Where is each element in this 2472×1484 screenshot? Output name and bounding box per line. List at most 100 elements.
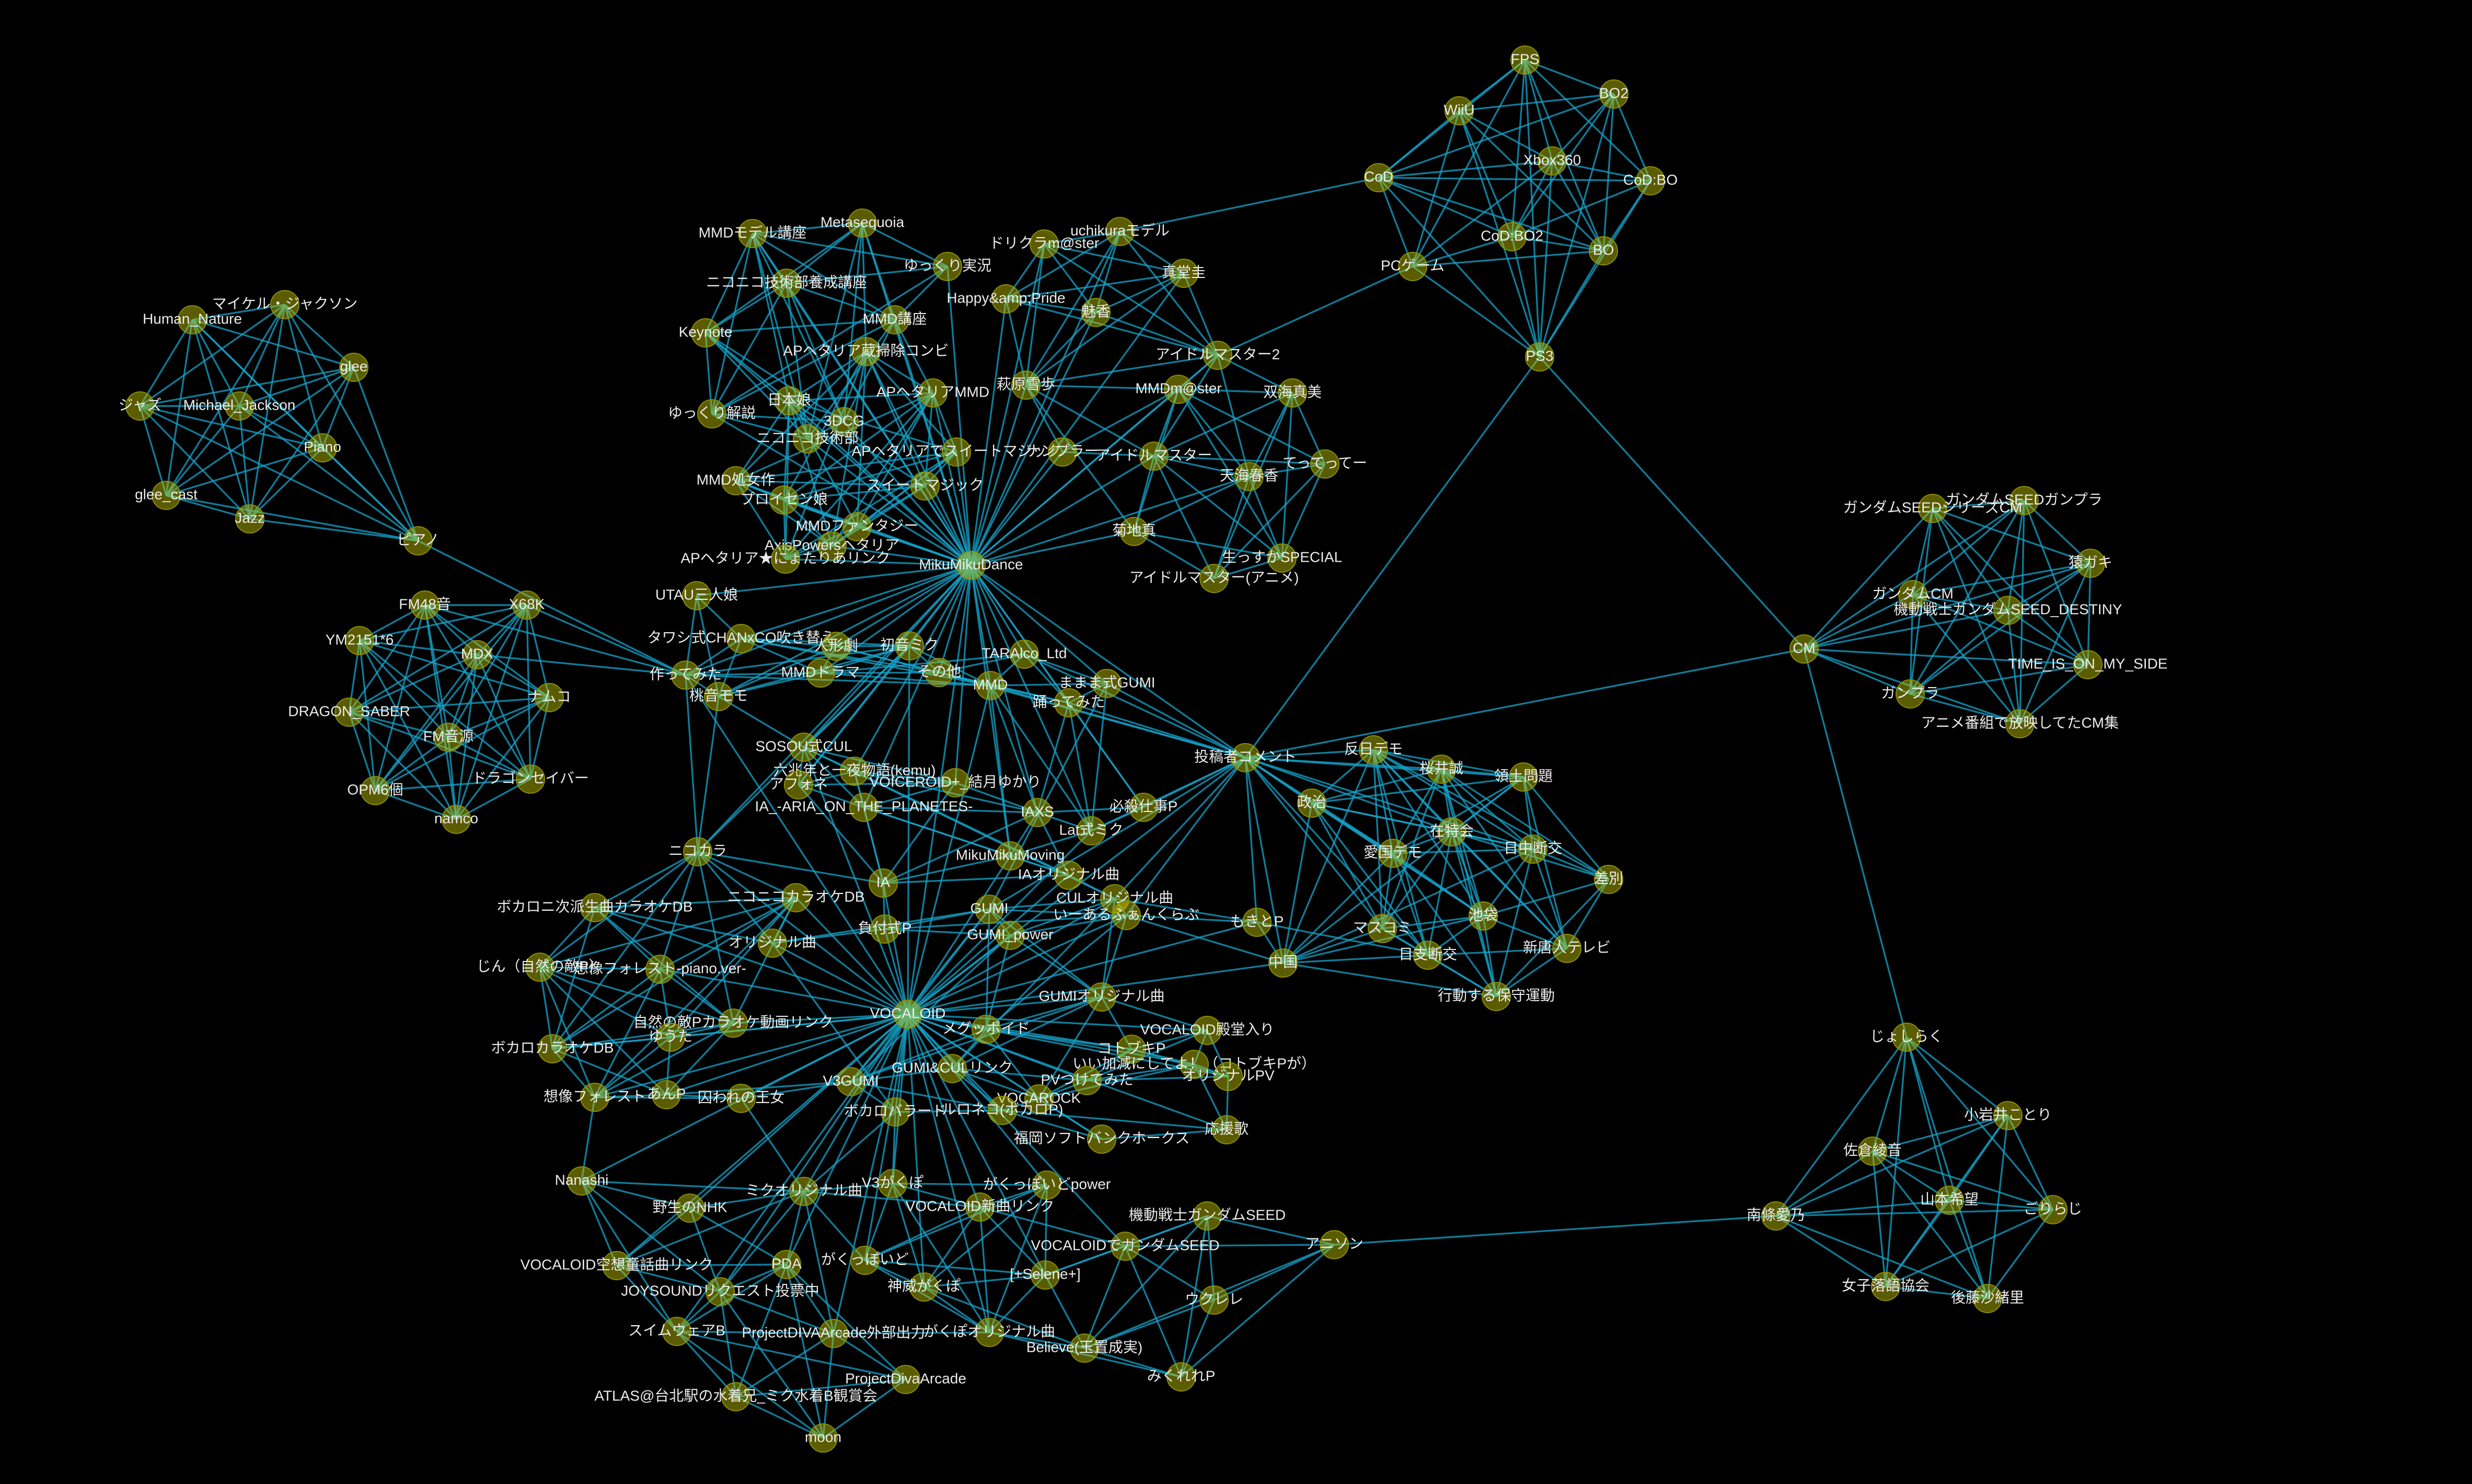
node-label: 池袋 (1469, 907, 1498, 923)
node-circle (808, 1423, 838, 1453)
node-circle (152, 481, 181, 510)
node-label: 山本希望 (1920, 1191, 1979, 1207)
node-circle (1077, 816, 1106, 845)
edge (1193, 1064, 1228, 1130)
node-ガンダムseedシリーズcm: ガンダムSEEDシリーズCM (1843, 494, 2022, 523)
edge (820, 653, 1025, 674)
edge (594, 907, 773, 944)
edge (1932, 507, 2089, 666)
edge (166, 366, 354, 496)
edge (907, 1014, 1046, 1276)
node-label: MDX (461, 645, 494, 662)
edge (1552, 160, 1651, 182)
node-circle (933, 252, 962, 281)
node-label: VOCALOID空想童話曲リンク (521, 1256, 713, 1272)
edge (1775, 1115, 2008, 1217)
edge (689, 1208, 721, 1292)
node-circle (1105, 217, 1135, 246)
edge (659, 851, 699, 970)
edge (783, 485, 926, 501)
edge (616, 1265, 678, 1332)
edge (1282, 803, 1313, 964)
node-circle (1169, 259, 1198, 288)
edge (862, 222, 948, 268)
edge (883, 855, 1011, 884)
edge (954, 565, 972, 783)
edge (1495, 849, 1534, 997)
edge (359, 640, 550, 699)
edge (752, 222, 863, 235)
node-ゆうた: ゆうた (649, 1023, 692, 1052)
node-circle (1212, 1115, 1241, 1144)
edge (685, 595, 698, 676)
node-circle (1445, 96, 1474, 125)
edge (752, 233, 808, 439)
edge (1949, 1199, 2053, 1211)
edge (1038, 1063, 1195, 1100)
edge (1006, 298, 1218, 356)
edge (850, 1028, 987, 1083)
node-負付式p: 負付式P (858, 914, 911, 944)
node-六兆年と一夜物語-kemu: 六兆年と一夜物語(kemu) (773, 757, 936, 786)
node-circle (178, 305, 207, 334)
node-mmdモデル講座: MMDモデル講座 (699, 219, 806, 248)
edge (1248, 476, 1283, 559)
edge (785, 451, 957, 560)
edge (988, 1274, 1046, 1334)
edge (820, 672, 991, 687)
edge (788, 400, 858, 527)
edge (923, 1274, 1046, 1288)
node-label: 猿ガキ (2069, 554, 2112, 570)
node-circle (235, 504, 264, 534)
edge (455, 697, 550, 820)
edge (1912, 594, 2008, 611)
edge (719, 1291, 737, 1397)
edge (594, 1096, 742, 1099)
node-circle (1510, 45, 1540, 75)
edge (1083, 1246, 1126, 1349)
edge (348, 711, 457, 820)
edge (1025, 384, 1135, 532)
edge (798, 782, 956, 786)
edge (1084, 1244, 1335, 1349)
edge (689, 1190, 804, 1209)
edge (1392, 769, 1442, 854)
node-行動する保守運動: 行動する保守運動 (1438, 982, 1555, 1011)
edge (795, 897, 909, 1015)
node-がくぽオリジナル曲: がくぽオリジナル曲 (923, 1318, 1055, 1347)
node-label: ナムコ (527, 688, 571, 704)
node-label: CoD (1364, 168, 1393, 184)
node-circle (1139, 442, 1169, 471)
node-ピアノ: ピアノ (397, 526, 440, 555)
edge (140, 366, 354, 407)
node-circle (512, 590, 541, 620)
node-label: 投稿者コメント (1194, 748, 1297, 764)
edge (1153, 455, 1250, 478)
edge (798, 784, 884, 884)
edge (1119, 177, 1379, 233)
edge (892, 1183, 925, 1288)
node-スイムウェアb: スイムウェアB (628, 1317, 725, 1346)
node-label: ゆっくり実況 (904, 257, 991, 273)
edge (1038, 1080, 1088, 1100)
node-label: PCゲーム (1381, 257, 1445, 273)
node-label: VOCALOID殿堂入り (1140, 1021, 1275, 1037)
node-moon: moon (805, 1423, 841, 1453)
edge (1372, 749, 1394, 854)
edge (1087, 1029, 1208, 1082)
edge (718, 645, 910, 698)
edge (1106, 682, 1246, 759)
node-がくっぽいどpower: がくっぽいどpower (983, 1170, 1111, 1200)
edge (238, 304, 286, 407)
edge (907, 914, 1127, 1015)
node-circle (1087, 1124, 1116, 1154)
edge (1177, 389, 1283, 559)
node-circle (789, 1177, 818, 1206)
node-label: MMD (973, 676, 1008, 692)
node-circle (918, 378, 948, 408)
edge (952, 1068, 1039, 1100)
edge (1125, 757, 1246, 917)
edge (752, 233, 895, 321)
node-circle (1871, 1272, 1900, 1301)
edge (1244, 356, 1541, 759)
